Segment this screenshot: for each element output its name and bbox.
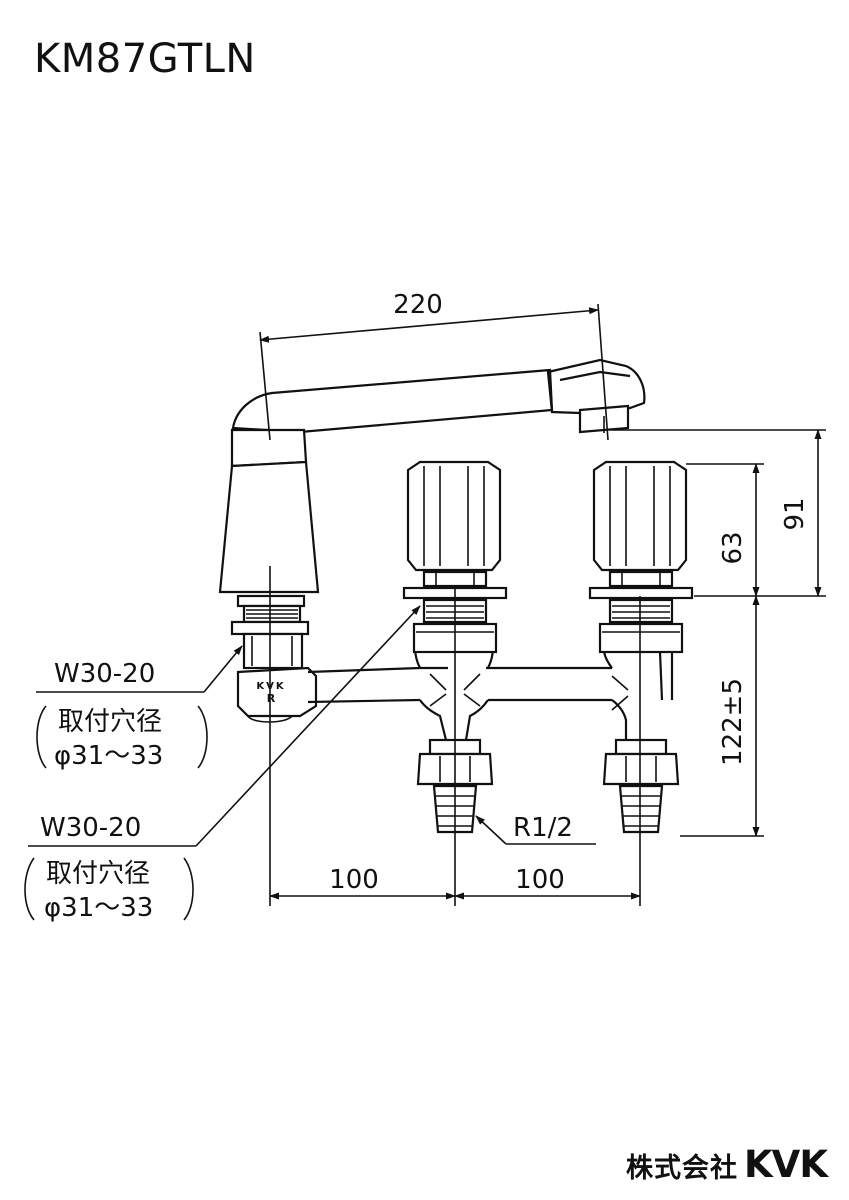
body-mark-letter: R [267,692,276,705]
callout-lower-bracket-left [24,857,35,921]
callout-upper-hole-label: 取付穴径 [58,707,162,737]
dim-label-220: 220 [393,290,443,320]
hot-valve [402,460,508,834]
dim-heights [610,429,826,837]
brand-name: KVK [744,1143,828,1186]
callout-lower-hole-dia: φ31～33 [44,893,153,923]
model-number: KM87GTLN [34,36,256,82]
company-name: 株式会社 [626,1153,739,1184]
thread-label: R1/2 [513,813,573,843]
callout-upper-spec: W30-20 [54,659,155,689]
callout-lower-leader [28,605,421,847]
dim-label-63: 63 [718,531,748,564]
callout-upper-bracket-left [36,705,47,769]
callout-upper-hole-dia: φ31～33 [54,741,163,771]
body-mark-brand: KVK [256,681,285,692]
dim-label-100-left: 100 [329,865,379,895]
callout-lower-bracket-right [183,857,194,921]
dim-spout-reach [259,303,609,441]
cold-valve [588,460,694,834]
spout-body [218,428,320,723]
company-logo: 株式会社 KVK [626,1143,828,1186]
callout-upper-leader [36,645,243,693]
dim-label-91: 91 [780,497,810,530]
dim-label-122: 122±5 [718,678,748,766]
body-bar [307,639,629,741]
dim-label-100-right: 100 [515,865,565,895]
callout-upper-bracket-right [197,705,208,769]
callout-lower-spec: W30-20 [40,813,141,843]
spout [231,358,646,434]
center-lines [269,566,641,906]
callout-lower-hole-label: 取付穴径 [46,859,150,889]
thread-leader [475,815,596,845]
